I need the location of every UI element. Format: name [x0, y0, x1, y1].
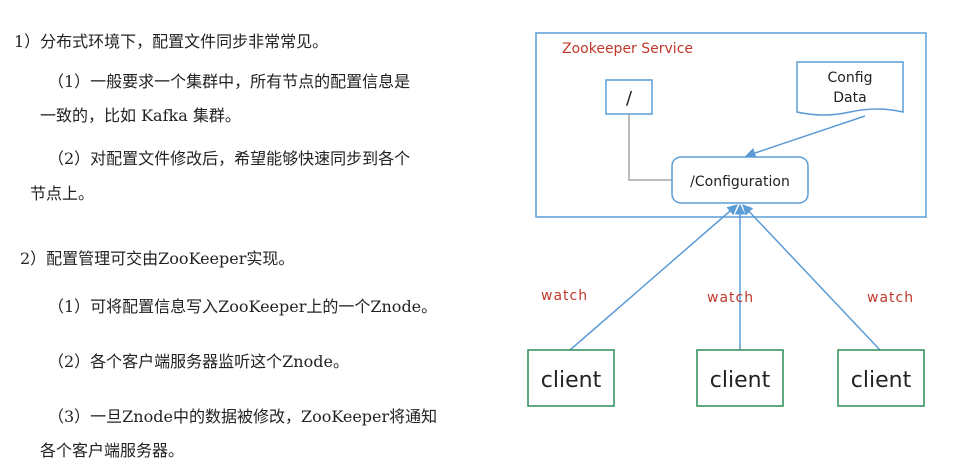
section-1-item-1-line-1: （1）一般要求一个集群中，所有节点的配置信息是: [48, 72, 411, 91]
client-box-left: [527, 349, 615, 407]
config-data-document: [796, 61, 904, 116]
zookeeper-service-label: Zookeeper Service: [562, 41, 693, 57]
configuration-node: [671, 156, 809, 204]
section-1-item-1-line-2: 一致的，比如 Kafka 集群。: [40, 106, 241, 125]
section-1-item-2-line-2: 节点上。: [30, 184, 95, 203]
root-to-configuration-connector: [628, 114, 672, 181]
client-label-right: client: [851, 368, 912, 393]
client-label-center: client: [710, 368, 771, 393]
config-data-to-configuration-arrow: [745, 115, 866, 158]
config-data-label-line-2: Data: [833, 90, 866, 106]
section-1-title: 1）分布式环境下，配置文件同步非常常见。: [14, 32, 329, 51]
root-node: [605, 79, 653, 115]
client-box-center: [696, 349, 784, 407]
configuration-node-label: /Configuration: [690, 174, 790, 190]
watch-arrow-right: [742, 204, 881, 351]
section-2-title: 2）配置管理可交由ZooKeeper实现。: [20, 249, 295, 268]
section-2-item-3-line-2: 各个客户端服务器。: [40, 441, 185, 460]
config-data-label-line-1: Config: [828, 70, 873, 86]
watch-arrow-left: [569, 204, 738, 351]
section-2-item-2: （2）各个客户端服务器监听这个Znode。: [48, 352, 349, 371]
client-box-right: [837, 349, 925, 407]
watch-label-right: watch: [867, 290, 914, 306]
watch-label-left: watch: [541, 288, 588, 304]
client-label-left: client: [541, 368, 602, 393]
section-2-item-3-line-1: （3）一旦Znode中的数据被修改，ZooKeeper将通知: [48, 407, 438, 426]
watch-label-center: watch: [707, 290, 754, 306]
section-2-item-1: （1）可将配置信息写入ZooKeeper上的一个Znode。: [48, 297, 438, 316]
section-1-item-2-line-1: （2）对配置文件修改后，希望能够快速同步到各个: [48, 149, 411, 168]
root-node-label: /: [626, 88, 633, 109]
zookeeper-service-box: [535, 32, 927, 218]
